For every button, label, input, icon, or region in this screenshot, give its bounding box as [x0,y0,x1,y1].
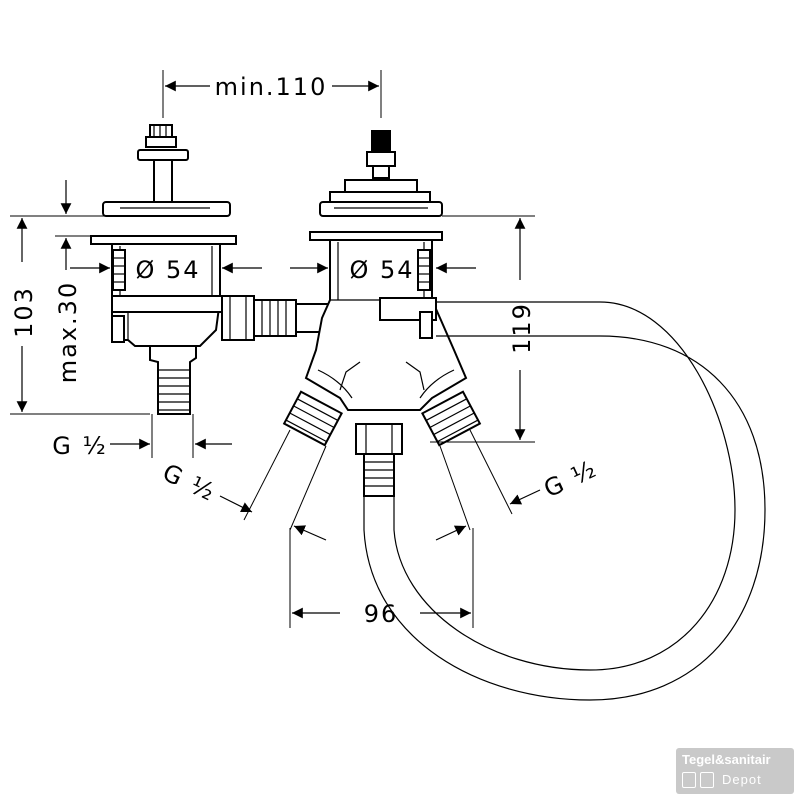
dimension-thread-mid: G ½ [158,429,327,541]
label-max-height: max.30 [54,281,82,383]
label-thread-mid: G ½ [158,458,220,507]
watermark-line1: Tegel&sanitair [682,752,771,767]
label-thread-right: G ½ [540,454,602,503]
dimension-thread-left: G ½ [52,414,232,460]
connecting-pipe [221,295,333,341]
right-valve [282,130,482,497]
dimension-total-height: 103 [10,215,150,415]
left-valve [90,124,237,415]
label-bottom-spacing: 96 [364,600,399,628]
dimension-right-diameter: Ø 54 [290,256,476,284]
flexible-hose [363,301,766,701]
label-thread-left: G ½ [52,432,108,460]
dimension-max-height: max.30 [54,180,92,383]
dimension-thread-right: G ½ [435,429,602,541]
dimension-right-height: 119 [430,215,536,443]
dimension-top-spacing: min.110 [162,70,382,118]
watermark-logo: Tegel&sanitair Depot [676,748,794,794]
dimension-bottom-spacing: 96 [289,528,474,628]
label-right-diameter: Ø 54 [349,256,414,284]
label-total-height: 103 [10,286,38,338]
watermark-line2: Depot [722,772,762,787]
dimension-left-diameter: Ø 54 [70,256,262,284]
label-left-diameter: Ø 54 [135,256,200,284]
label-right-height: 119 [508,302,536,354]
label-top-spacing: min.110 [215,73,328,101]
grid-icon [700,772,714,788]
drop-icon [682,772,696,788]
